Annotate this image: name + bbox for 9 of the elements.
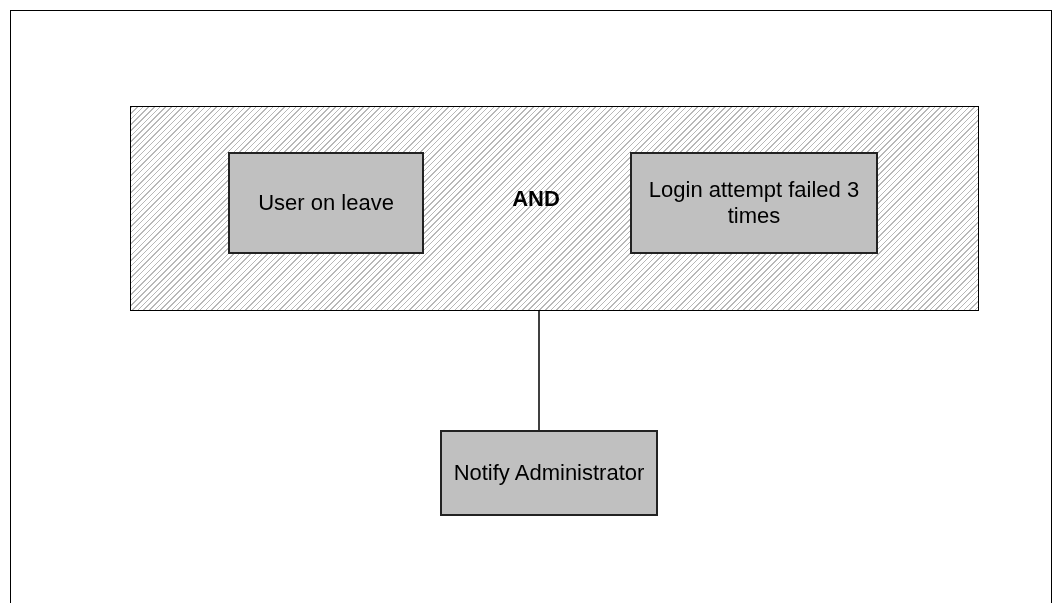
box-label: User on leave — [257, 190, 395, 216]
process-box — [630, 152, 878, 254]
connector-line — [538, 310, 540, 431]
hatched-group-box — [130, 106, 979, 311]
process-box — [228, 152, 424, 254]
box-label: Login attempt failed 3 times — [647, 177, 861, 229]
box-label: Notify Administrator — [452, 460, 646, 486]
process-box — [440, 430, 658, 516]
operator-label: AND — [511, 185, 561, 213]
